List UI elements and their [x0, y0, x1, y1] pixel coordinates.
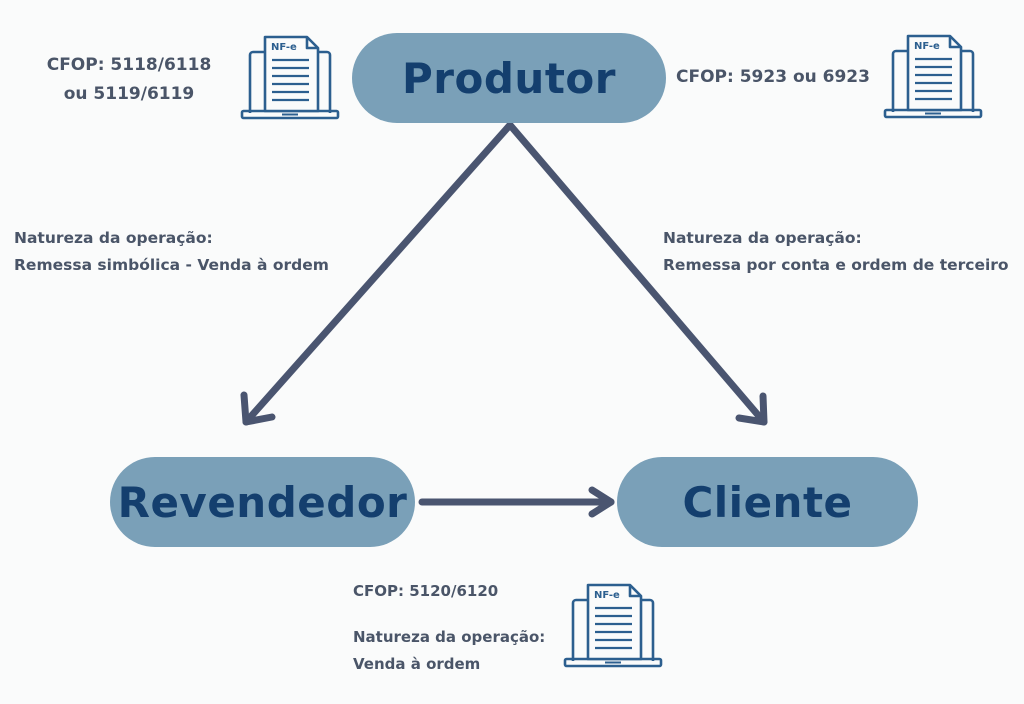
info-revendedor-cliente: CFOP: 5120/6120 Natureza da operação: Ve… — [353, 578, 545, 678]
natureza-value: Remessa por conta e ordem de terceiro — [663, 256, 1009, 274]
cfop-line-1: CFOP: 5118/6118 — [46, 55, 212, 75]
nfe-icon-label: NF-e — [914, 41, 940, 52]
cfop-revendedor-cliente: CFOP: 5120/6120 — [353, 582, 499, 600]
natureza-label: Natureza da operação: — [353, 628, 546, 646]
natureza-label: Natureza da operação: — [14, 229, 213, 247]
cfop-produtor-cliente: CFOP: 5923 ou 6923 — [676, 67, 870, 87]
node-cliente: Cliente — [617, 457, 918, 547]
arrow-produtor-to-cliente — [506, 121, 768, 426]
natureza-value: Remessa simbólica - Venda à ordem — [14, 256, 329, 274]
nfe-icon-label: NF-e — [271, 42, 297, 53]
cfop-line-2: ou 5119/6119 — [63, 84, 195, 104]
node-produtor-label: Produtor — [402, 53, 616, 103]
nfe-document-laptop-icon: NF-e — [240, 35, 340, 120]
node-produtor: Produtor — [352, 33, 666, 123]
arrow-produtor-to-revendedor — [240, 121, 514, 426]
natureza-value: Venda à ordem — [353, 655, 481, 673]
nfe-icon-label: NF-e — [594, 590, 620, 601]
nfe-document-laptop-icon: NF-e — [563, 583, 663, 668]
node-revendedor: Revendedor — [110, 457, 415, 547]
node-cliente-label: Cliente — [682, 477, 853, 527]
cfop-produtor-revendedor: CFOP: 5118/6118 ou 5119/6119 — [36, 51, 222, 109]
natureza-produtor-cliente: Natureza da operação: Remessa por conta … — [663, 225, 1009, 279]
nfe-document-laptop-icon: NF-e — [883, 34, 983, 119]
node-revendedor-label: Revendedor — [117, 477, 408, 527]
natureza-produtor-revendedor: Natureza da operação: Remessa simbólica … — [14, 225, 329, 279]
arrow-revendedor-to-cliente — [418, 486, 615, 518]
natureza-label: Natureza da operação: — [663, 229, 862, 247]
